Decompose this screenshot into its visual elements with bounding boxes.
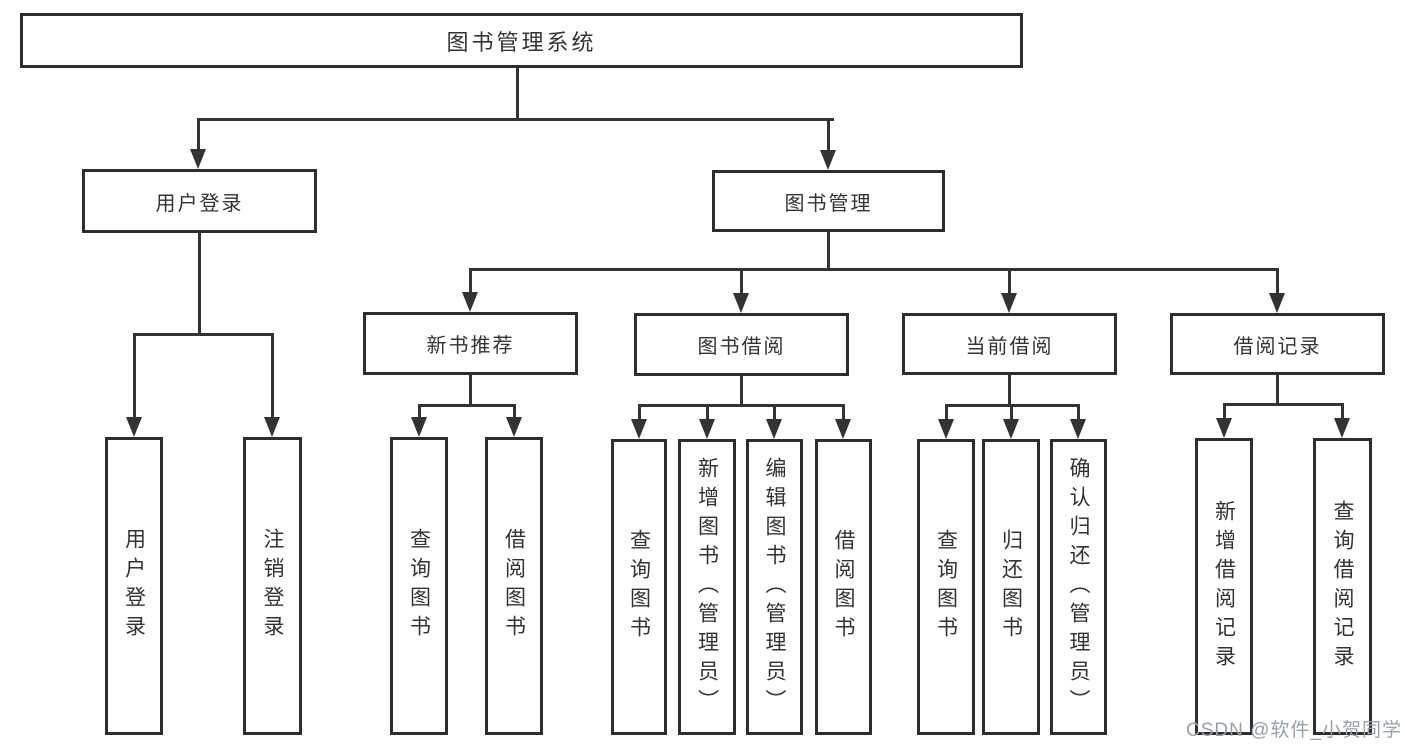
leaf-bb-borrow-books: 借阅图书 [815, 439, 872, 735]
leaf-nb-borrow-books: 借阅图书 [485, 437, 543, 735]
connector-drop-nb-borrow [513, 404, 516, 418]
node-current-borrow-label: 当前借阅 [965, 335, 1054, 358]
leaf-bb-query-books: 查询图书 [611, 439, 667, 735]
leaf-cb-return-books: 归还图书 [982, 439, 1040, 735]
leaf-nb-query-books: 查询图书 [390, 437, 448, 735]
connector-records-vline [1276, 375, 1279, 406]
connector-drop-cb-confirm [1077, 404, 1080, 420]
node-user-login: 用户登录 [82, 169, 317, 233]
connector-drop-user-login-leaf [133, 333, 136, 418]
arrow-down-icon [820, 150, 836, 170]
leaf-user-login-label: 用户登录 [122, 528, 146, 644]
leaf-rec-query-record: 查询借阅记录 [1313, 438, 1372, 735]
arrow-down-icon [699, 419, 715, 439]
connector-bookborrow-hline [638, 404, 845, 407]
leaf-user-login: 用户登录 [105, 437, 163, 735]
node-book-management: 图书管理 [712, 170, 945, 232]
node-book-borrow: 图书借阅 [634, 313, 849, 376]
connector-drop-book-management [827, 118, 830, 151]
connector-drop-book-borrow [740, 268, 743, 295]
connector-drop-borrow-records [1276, 268, 1279, 295]
leaf-bb-edit-books-admin: 编辑图书（管理员） [746, 439, 803, 735]
leaf-bb-add-books-admin: 新增图书（管理员） [678, 439, 736, 735]
connector-drop-nb-query [418, 404, 421, 418]
node-book-management-label: 图书管理 [784, 192, 873, 215]
connector-newbook-hline [418, 404, 516, 407]
connector-userlogin-vline [198, 233, 201, 336]
arrow-down-icon [1003, 419, 1019, 439]
arrow-down-icon [1001, 293, 1017, 313]
leaf-cb-return-books-label: 归还图书 [999, 529, 1023, 645]
arrow-down-icon [733, 293, 749, 313]
leaf-logout-label: 注销登录 [261, 528, 284, 644]
leaf-nb-borrow-books-label: 借阅图书 [502, 528, 526, 644]
leaf-rec-query-record-label: 查询借阅记录 [1331, 499, 1354, 674]
arrow-down-icon [411, 417, 427, 437]
arrow-down-icon [1070, 419, 1086, 439]
arrow-down-icon [766, 419, 782, 439]
watermark: CSDN @软件_小贺同学 [1186, 720, 1402, 741]
connector-root-vline [516, 68, 519, 121]
leaf-bb-query-books-label: 查询图书 [627, 529, 651, 645]
leaf-rec-add-record-label: 新增借阅记录 [1212, 499, 1236, 674]
node-root-library-system: 图书管理系统 [20, 13, 1023, 68]
connector-bookmgmt-vline [827, 232, 830, 271]
arrow-down-icon [1269, 293, 1285, 313]
connector-bookborrow-vline [740, 376, 743, 407]
connector-drop-bb-query [638, 404, 641, 420]
arrow-down-icon [1334, 418, 1350, 438]
leaf-bb-add-books-admin-label: 新增图书（管理员） [695, 456, 719, 718]
connector-drop-cb-return [1010, 404, 1013, 420]
leaf-logout: 注销登录 [243, 437, 302, 735]
leaf-cb-confirm-return-admin-label: 确认归还（管理员） [1067, 456, 1090, 718]
arrow-down-icon [1216, 418, 1232, 438]
arrow-down-icon [631, 419, 647, 439]
node-borrow-records-label: 借阅记录 [1233, 335, 1322, 358]
leaf-nb-query-books-label: 查询图书 [407, 528, 431, 644]
leaf-rec-add-record: 新增借阅记录 [1195, 438, 1253, 735]
connector-currentborrow-vline [1008, 375, 1011, 407]
connector-drop-bb-edit [773, 404, 776, 420]
leaf-cb-confirm-return-admin: 确认归还（管理员） [1050, 439, 1107, 735]
connector-drop-cb-query [945, 404, 948, 420]
connector-root-hline [197, 118, 834, 121]
connector-drop-rec-query [1341, 403, 1344, 419]
leaf-bb-edit-books-admin-label: 编辑图书（管理员） [763, 456, 786, 718]
arrow-down-icon [264, 417, 280, 437]
connector-drop-bb-add [706, 404, 709, 420]
arrow-down-icon [938, 419, 954, 439]
node-new-book-recommend: 新书推荐 [363, 312, 578, 375]
node-borrow-records: 借阅记录 [1170, 313, 1385, 375]
connector-drop-new-book [469, 268, 472, 294]
connector-drop-user-login [197, 118, 200, 150]
arrow-down-icon [506, 417, 522, 437]
connector-drop-bb-borrow [842, 404, 845, 420]
node-book-borrow-label: 图书借阅 [697, 336, 786, 358]
arrow-down-icon [835, 419, 851, 439]
arrow-down-icon [462, 292, 478, 312]
connector-drop-logout [271, 333, 274, 418]
connector-drop-rec-add [1223, 403, 1226, 419]
connector-newbook-vline [469, 375, 472, 407]
leaf-cb-query-books-label: 查询图书 [934, 529, 958, 645]
node-new-book-recommend-label: 新书推荐 [426, 335, 515, 357]
leaf-bb-borrow-books-label: 借阅图书 [832, 529, 855, 645]
connector-userlogin-hline [133, 333, 274, 336]
node-current-borrow: 当前借阅 [902, 313, 1117, 375]
arrow-down-icon [126, 417, 142, 437]
connector-drop-current-borrow [1008, 268, 1011, 295]
node-user-login-label: 用户登录 [155, 192, 244, 215]
node-root-label: 图书管理系统 [446, 29, 597, 55]
arrow-down-icon [190, 149, 206, 169]
connector-bookmgmt-hline [469, 268, 1279, 271]
leaf-cb-query-books: 查询图书 [917, 439, 975, 735]
connector-records-hline [1223, 403, 1344, 406]
